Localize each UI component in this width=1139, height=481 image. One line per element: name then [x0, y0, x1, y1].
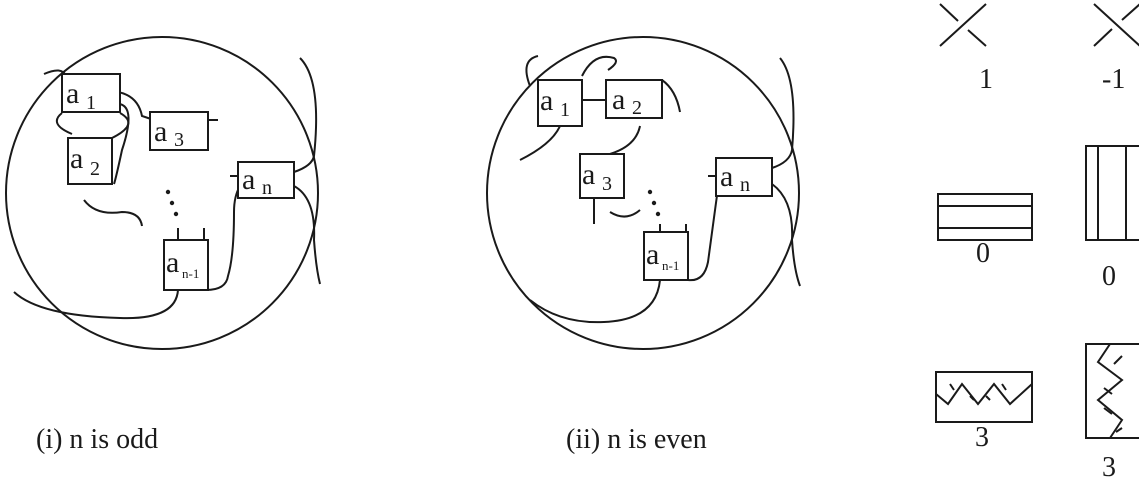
box-a2: a 2 — [67, 137, 113, 185]
outer-circle — [5, 36, 319, 350]
box-label: a — [720, 160, 733, 193]
crossing-negative: -1 — [1093, 3, 1139, 95]
box-subscript: n-1 — [182, 266, 199, 281]
box-a2: a 2 — [605, 79, 663, 119]
box-subscript: 3 — [602, 173, 612, 195]
box-a1: a 1 — [61, 73, 121, 114]
strands — [13, 57, 321, 320]
box-label: a — [582, 158, 595, 191]
label-crossing-positive: 1 — [979, 64, 993, 95]
vertical-zero-tangle: 0 — [1085, 145, 1139, 292]
tangle-legend: 1 -1 0 0 3 — [935, 3, 1139, 481]
label-horizontal-zero: 0 — [976, 238, 990, 269]
horizontal-zero-tangle: 0 — [937, 193, 1033, 269]
box-subscript: 1 — [560, 99, 570, 121]
caption-even: (ii) n is even — [566, 424, 707, 455]
strands — [519, 55, 801, 324]
box-a3: a 3 — [579, 153, 625, 199]
label-horizontal-three: 3 — [975, 422, 989, 453]
box-subscript: 2 — [90, 158, 100, 180]
box-label: a — [66, 77, 79, 110]
box-a3: a 3 — [149, 111, 209, 151]
box-label: a — [540, 84, 553, 117]
label-crossing-negative: -1 — [1102, 64, 1125, 95]
box-label: a — [70, 142, 83, 175]
box-label: a — [166, 246, 179, 279]
label-vertical-zero: 0 — [1102, 261, 1116, 292]
box-label: a — [646, 238, 659, 271]
ellipsis-dots — [165, 189, 179, 217]
box-subscript: 2 — [632, 97, 642, 119]
panel-odd: a 1 a 2 a 3 a n-1 a n (i) n is odd — [5, 36, 321, 455]
box-subscript: n-1 — [662, 258, 679, 273]
panel-even: a 1 a 2 a 3 a n-1 a n (ii) n is even — [486, 36, 801, 455]
outer-circle — [486, 36, 800, 350]
caption-odd: (i) n is odd — [36, 424, 158, 455]
box-an1: a n-1 — [643, 231, 689, 281]
box-label: a — [154, 115, 167, 148]
box-subscript: 3 — [174, 129, 184, 151]
horizontal-three-tangle: 3 — [935, 371, 1033, 453]
crossing-positive: 1 — [939, 3, 993, 95]
box-an1: a n-1 — [163, 239, 209, 291]
box-subscript: 1 — [86, 92, 96, 114]
box-label: a — [242, 163, 255, 196]
ellipsis-dots — [647, 189, 661, 217]
box-label: a — [612, 83, 625, 116]
box-subscript: n — [740, 174, 750, 196]
vertical-three-tangle: 3 — [1085, 343, 1139, 481]
box-subscript: n — [262, 177, 272, 199]
box-an: a n — [715, 157, 773, 197]
box-an: a n — [237, 161, 295, 199]
box-a1: a 1 — [537, 79, 583, 127]
label-vertical-three: 3 — [1102, 452, 1116, 481]
